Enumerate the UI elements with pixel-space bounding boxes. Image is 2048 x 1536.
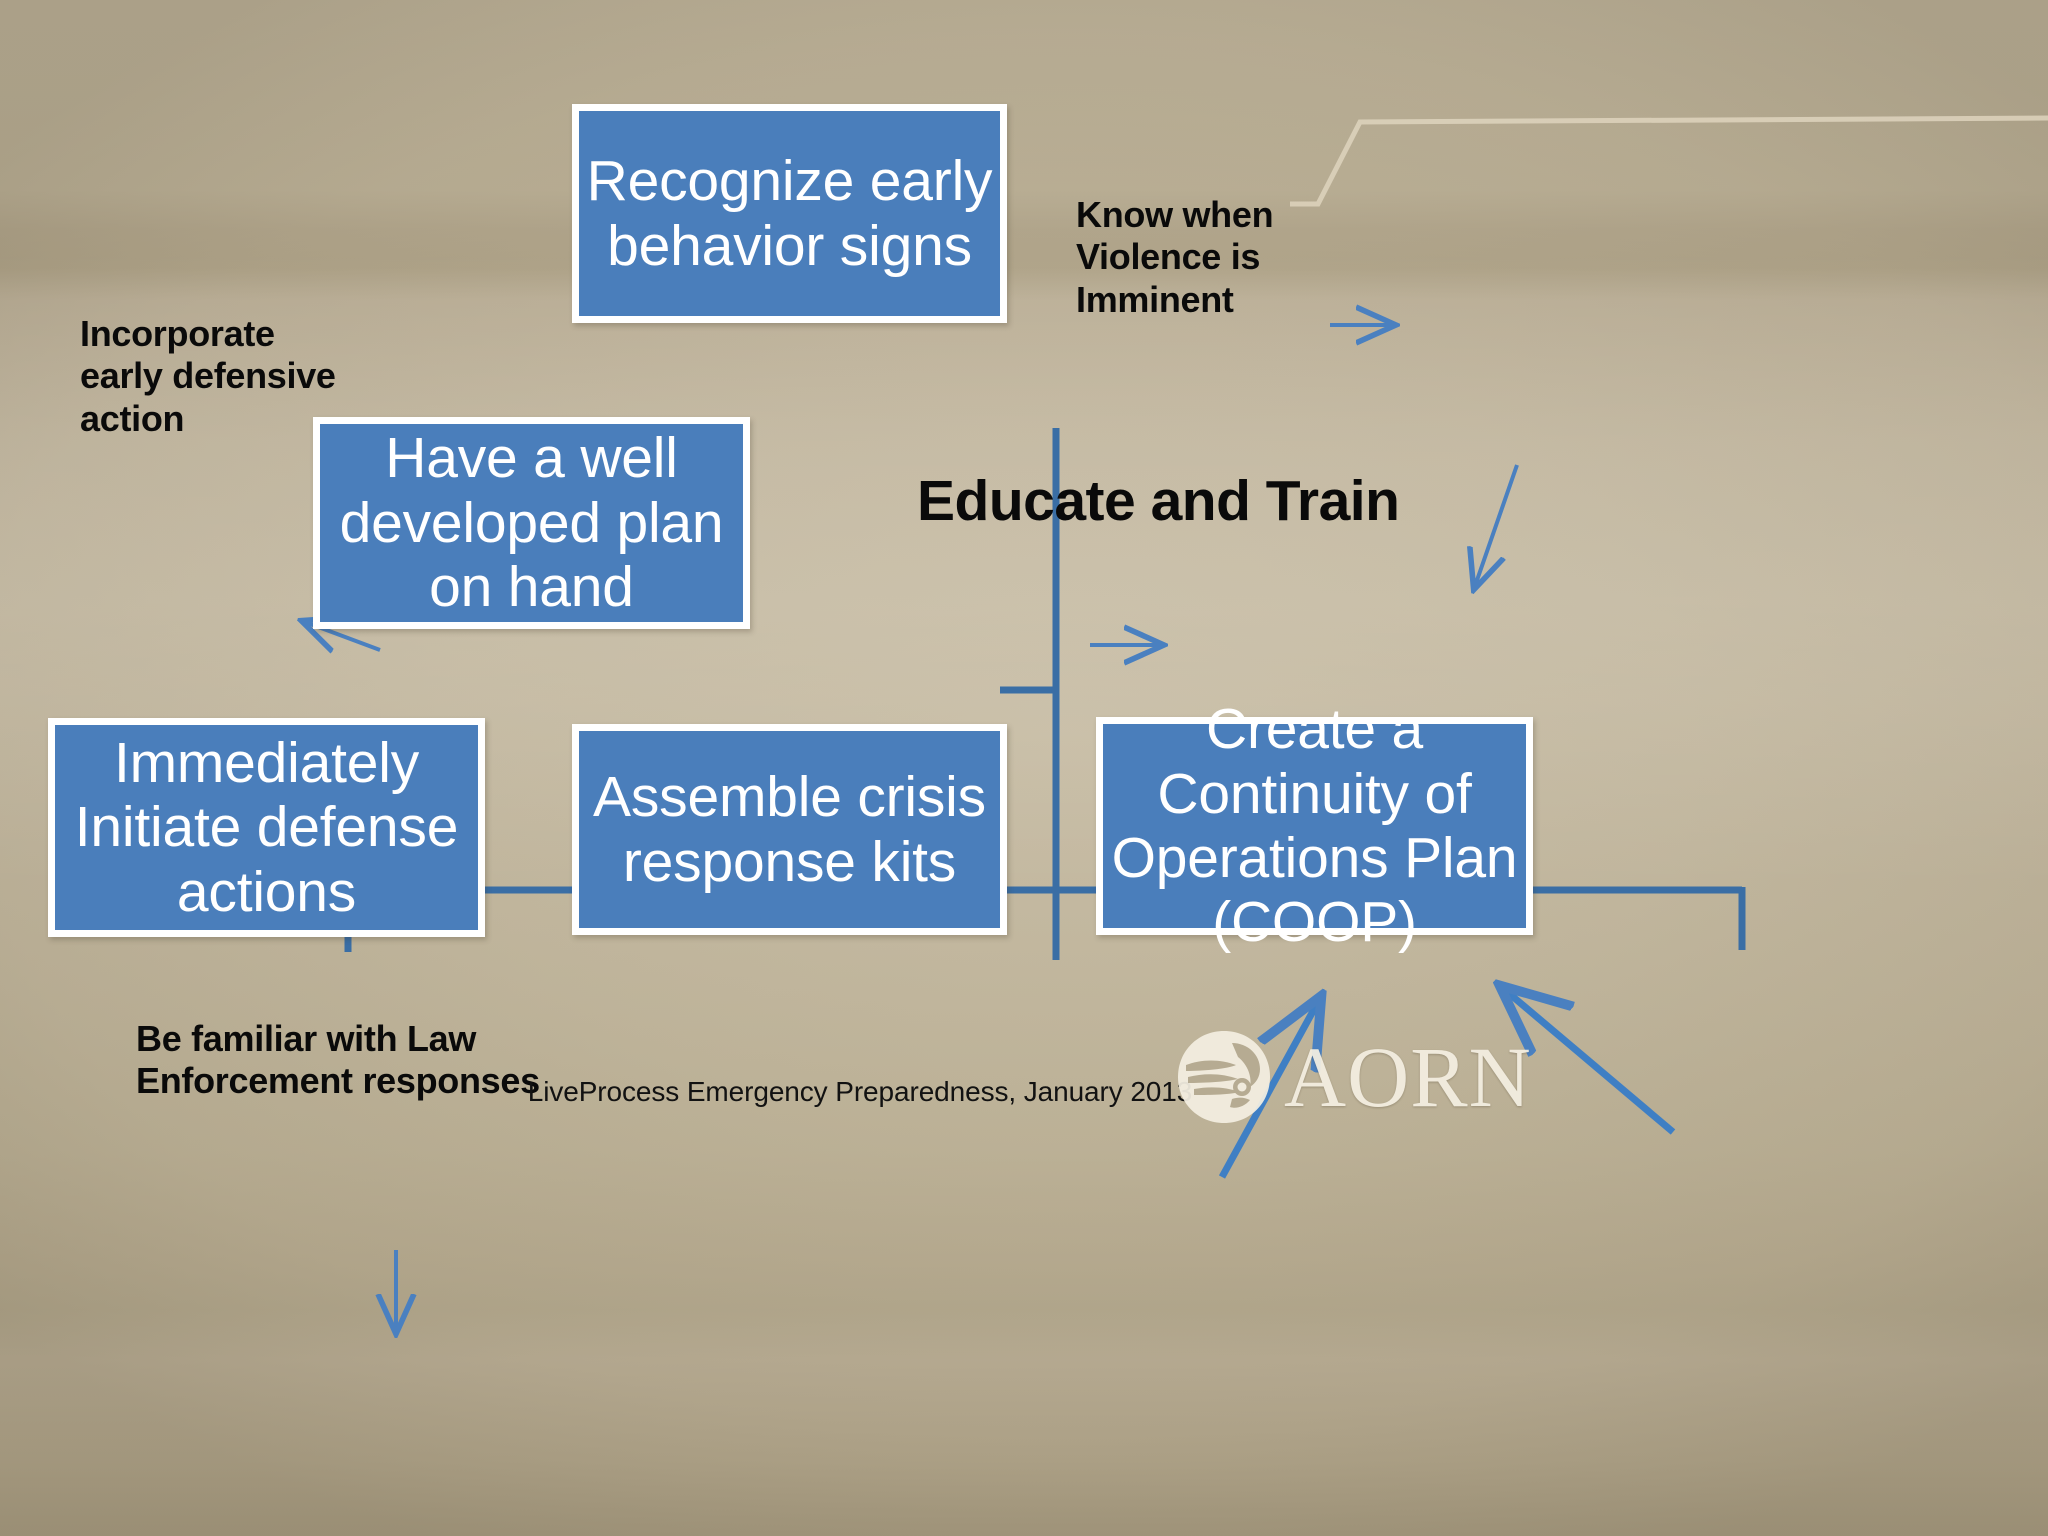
box-assemble-crisis-response-kits[interactable]: Assemble crisis response kits: [572, 724, 1007, 935]
heading-educate-and-train: Educate and Train: [917, 469, 1400, 533]
box-immediately-initiate-defense-actions[interactable]: Immediately Initiate defense actions: [48, 718, 485, 937]
callout-incorporate-early-defensive-action: Incorporate early defensive action: [80, 313, 336, 439]
footer-citation: LiveProcess Emergency Preparedness, Janu…: [527, 1076, 1193, 1107]
box-recognize-label: Recognize early behavior signs: [586, 149, 993, 278]
aorn-emblem-icon: [1178, 1031, 1270, 1123]
callout-be-familiar-with-law-enforcement-responses: Be familiar with Law Enforcement respons…: [136, 1018, 540, 1102]
aorn-logo: AORN: [1172, 1022, 1531, 1132]
box-immediate-label: Immediately Initiate defense actions: [74, 730, 459, 924]
aorn-wordmark: AORN: [1284, 1029, 1532, 1125]
box-have-well-developed-plan[interactable]: Have a well developed plan on hand: [313, 417, 750, 629]
box-kits-label: Assemble crisis response kits: [593, 765, 986, 894]
box-plan-label: Have a well developed plan on hand: [339, 426, 724, 620]
box-coop-label: Create a Continuity of Operations Plan (…: [1111, 697, 1518, 955]
box-recognize-early-behavior-signs[interactable]: Recognize early behavior signs: [572, 104, 1007, 323]
box-create-continuity-of-operations-plan[interactable]: Create a Continuity of Operations Plan (…: [1096, 697, 1533, 954]
callout-know-when-violence-is-imminent: Know when Violence is Imminent: [1076, 194, 1274, 320]
